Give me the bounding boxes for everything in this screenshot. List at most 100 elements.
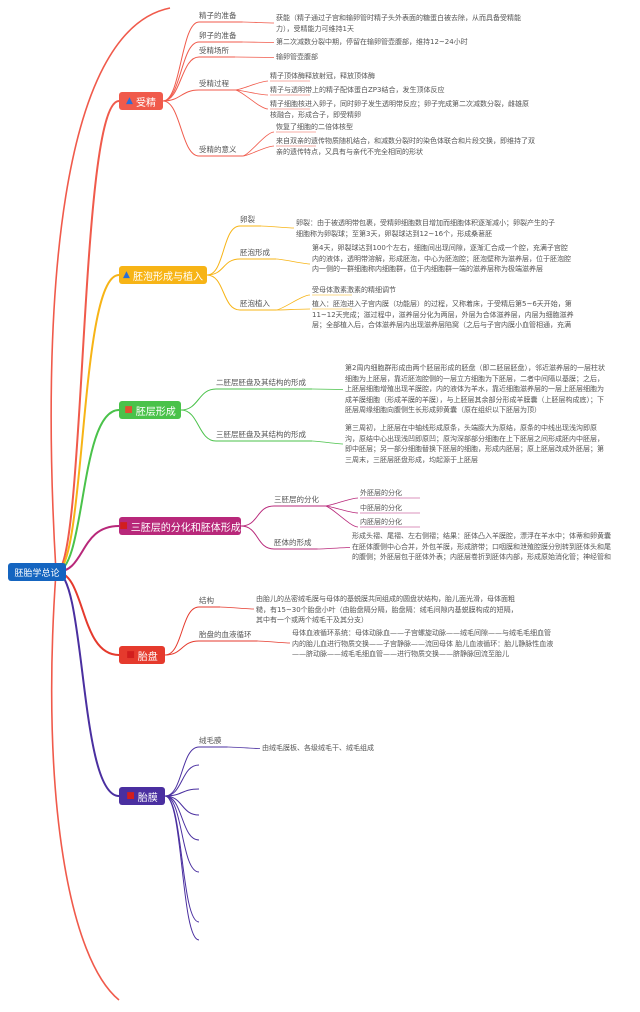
sub-connector xyxy=(180,409,217,442)
branch-label: 胚泡形成与植入 xyxy=(132,271,203,283)
square-icon: ■ xyxy=(126,650,135,660)
sub-connector xyxy=(162,100,200,157)
branch-node[interactable]: ▲胚泡形成与植入 xyxy=(119,266,207,284)
sub-connector xyxy=(206,258,241,276)
leaf-text: 第4天，卵裂球达到100个左右，细胞间出现间隙，逐渐汇合成一个腔，充满子宫腔内的… xyxy=(312,244,571,273)
branch-node[interactable]: ■胎盘 xyxy=(119,646,165,664)
leaf-connector xyxy=(275,294,311,311)
leaf-connector xyxy=(311,440,344,445)
sub-connector xyxy=(162,89,200,102)
branch-node[interactable]: ■胎膜 xyxy=(119,787,165,805)
leaf-connector xyxy=(219,606,255,610)
sub-node-label[interactable]: 受精场所 xyxy=(199,46,229,55)
sub-node-label[interactable]: 胎盘的血液循环 xyxy=(199,630,252,639)
leaf-text: 第三周初，上胚层在中轴线形成原条，头端膨大为原结，原条的中线出现浅沟即原沟，原结… xyxy=(345,424,604,464)
leaf-item: 植入：胚泡进入子宫内膜（功能层）的过程，又称着床，于受精后第5~6天开始，第11… xyxy=(312,300,574,332)
sub-node-label[interactable]: 受精的意义 xyxy=(199,145,237,154)
leaf-connector xyxy=(242,131,275,157)
leaf-item: 恢复了细胞的二倍体核型 xyxy=(276,123,353,131)
flame-icon: ▲ xyxy=(123,270,130,280)
sub-node-label[interactable]: 精子的准备 xyxy=(199,11,237,20)
empty-sub-connector xyxy=(164,764,200,797)
leaf-text: 由绒毛膜板、各级绒毛干、绒毛组成 xyxy=(262,744,374,752)
leaf-item: 中胚层的分化 xyxy=(360,504,402,512)
branch-label: 胎膜 xyxy=(137,792,158,804)
leaf-connector xyxy=(275,258,311,265)
leaf-item: 受母体激素激素的精细调节 xyxy=(312,286,396,294)
leaf-connector xyxy=(242,21,275,24)
leaf-connector xyxy=(275,308,311,311)
root-node[interactable]: 胚胎学总论 xyxy=(8,563,66,581)
sub-connector xyxy=(164,746,200,797)
leaf-connector xyxy=(324,505,359,514)
leaf-connector xyxy=(311,388,344,390)
root-curve-bottom xyxy=(50,571,120,1001)
leaf-connector xyxy=(234,56,275,58)
branch-node[interactable]: ■胚层形成 xyxy=(119,401,181,419)
leaf-connector xyxy=(324,505,359,528)
sub-connector xyxy=(162,56,200,102)
branch-node[interactable]: ▲受精 xyxy=(119,92,163,110)
square-icon: ■ xyxy=(119,521,128,531)
branch-label: 三胚层的分化和胚体形成 xyxy=(130,522,241,534)
sub-node-label[interactable]: 二胚层胚盘及其结构的形成 xyxy=(216,378,306,387)
leaf-item: 精子顶体酶释放射冠，释放顶体酶 xyxy=(270,72,375,80)
leaf-item: 精子与透明带上的精子配体蛋白ZP3结合，发生顶体反应 xyxy=(270,86,445,94)
leaf-text: 由胎儿的丛密绒毛膜与母体的基蜕膜共同组成的圆盘状结构，胎儿面光滑，母体面粗糙，有… xyxy=(256,595,518,624)
root-curve-top xyxy=(50,7,171,573)
leaf-item: 精子细胞核进入卵子，同时卵子发生透明带反应；卵子完成第二次减数分裂，雌雄原核融合… xyxy=(270,100,529,119)
leaf-connector xyxy=(227,746,261,749)
flame-icon: ▲ xyxy=(126,96,133,106)
leaf-connector xyxy=(242,41,275,43)
sub-node-label[interactable]: 受精过程 xyxy=(199,79,229,88)
sub-node-label[interactable]: 绒毛膜 xyxy=(199,736,222,745)
leaf-connector xyxy=(234,80,269,91)
leaf-connector xyxy=(234,89,269,110)
branch-label: 胎盘 xyxy=(137,651,158,663)
sub-node-label[interactable]: 结构 xyxy=(199,596,214,605)
leaf-connector xyxy=(242,145,275,157)
branch-label: 受精 xyxy=(135,97,156,109)
leaf-connector xyxy=(260,225,295,229)
sub-node-label[interactable]: 胚泡植入 xyxy=(240,299,270,308)
empty-sub-connector xyxy=(164,795,200,941)
branch-connector xyxy=(55,100,120,573)
sub-connector xyxy=(240,505,275,527)
sub-node-label[interactable]: 卵裂 xyxy=(240,215,255,224)
sub-connector xyxy=(162,21,200,102)
sub-connector xyxy=(162,41,200,102)
leaf-text: 形成头褶、尾褶、左右侧褶；结果：胚体凸入羊膜腔，漂浮在羊水中；体蒂和卵黄囊在胚体… xyxy=(352,532,611,564)
square-icon: ■ xyxy=(126,791,135,801)
leaf-connector xyxy=(257,640,291,644)
branch-connector xyxy=(55,274,120,573)
branch-node[interactable]: ■三胚层的分化和胚体形成 xyxy=(119,517,241,535)
sub-connector xyxy=(206,225,241,276)
branch-label: 胚层形成 xyxy=(135,406,176,418)
square-icon: ■ xyxy=(124,405,133,415)
branch-connector xyxy=(55,571,120,797)
leaf-item: 来自双亲的遗传物质随机结合，和减数分裂时的染色体联合和片段交换，即维持了双亲的遗… xyxy=(276,137,535,156)
leaf-text: 母体血液循环系统：母体动脉血——子宫螺旋动脉——绒毛间隙——与绒毛毛细血管内的胎… xyxy=(292,629,554,658)
branch-connector xyxy=(55,571,120,656)
sub-connector xyxy=(206,274,241,311)
empty-sub-connector xyxy=(164,795,200,873)
leaf-text: 第二次减数分裂中期，停留在输卵管壶腹部，维持12~24小时 xyxy=(276,38,468,46)
empty-sub-connector xyxy=(164,788,200,797)
sub-node-label[interactable]: 三胚层胚盘及其结构的形成 xyxy=(216,430,306,439)
sub-node-label[interactable]: 卵子的准备 xyxy=(199,31,237,40)
branch-connector xyxy=(55,409,120,573)
sub-connector xyxy=(180,388,217,411)
leaf-connector xyxy=(317,547,351,550)
sub-connector xyxy=(164,606,200,656)
leaf-item: 外胚层的分化 xyxy=(360,489,402,497)
leaf-text: 获能（精子通过子宫和输卵管时精子头外表面的糖蛋白被去除，从而具备受精能力），受精… xyxy=(276,14,521,33)
leaf-text: 卵裂：由于被透明带包裹，受精卵细胞数目增加而细胞体积逐渐减小；卵裂产生的子细胞称… xyxy=(296,219,555,238)
sub-node-label[interactable]: 三胚层的分化 xyxy=(274,495,319,504)
leaf-text: 第2周内细胞群形成由两个胚层形成的胚盘（即二胚层胚盘），邻近滋养层的一层柱状细胞… xyxy=(345,364,605,414)
leaf-connector xyxy=(324,497,359,507)
sub-node-label[interactable]: 胚体的形成 xyxy=(274,538,312,547)
sub-connector xyxy=(164,640,200,656)
sub-connector xyxy=(240,525,275,550)
sub-node-label[interactable]: 胚泡形成 xyxy=(240,248,270,257)
